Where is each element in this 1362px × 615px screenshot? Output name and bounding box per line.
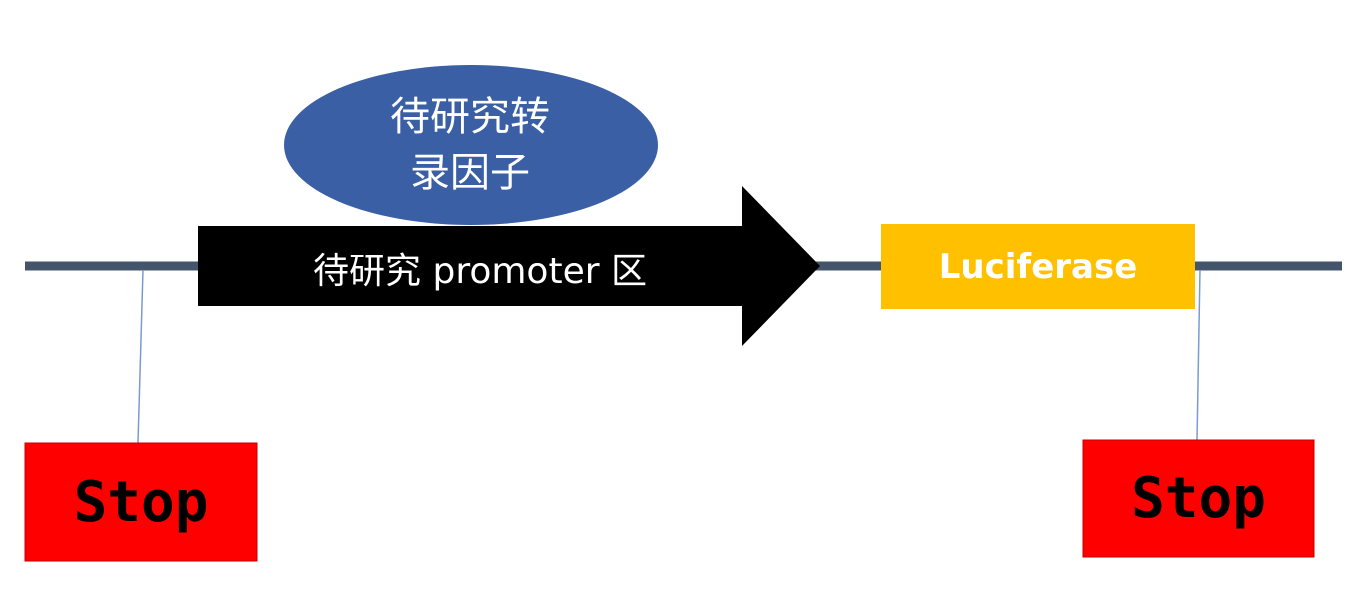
luciferase-label: Luciferase <box>938 246 1138 287</box>
promoter-label: 待研究 promoter 区 <box>313 251 647 292</box>
transcription-factor-label: 待研究转 录因子 <box>390 94 550 196</box>
stop-box-right <box>1082 439 1315 558</box>
stop-box-left <box>24 442 258 562</box>
luciferase-box <box>881 224 1195 309</box>
right-stop-connector <box>1196 269 1201 441</box>
stop-left-label: Stop <box>73 469 209 535</box>
left-stop-connector <box>137 269 144 444</box>
transcription-factor-ellipse <box>284 65 658 225</box>
promoter-arrow <box>198 186 820 346</box>
stop-right-label: Stop <box>1131 466 1266 531</box>
